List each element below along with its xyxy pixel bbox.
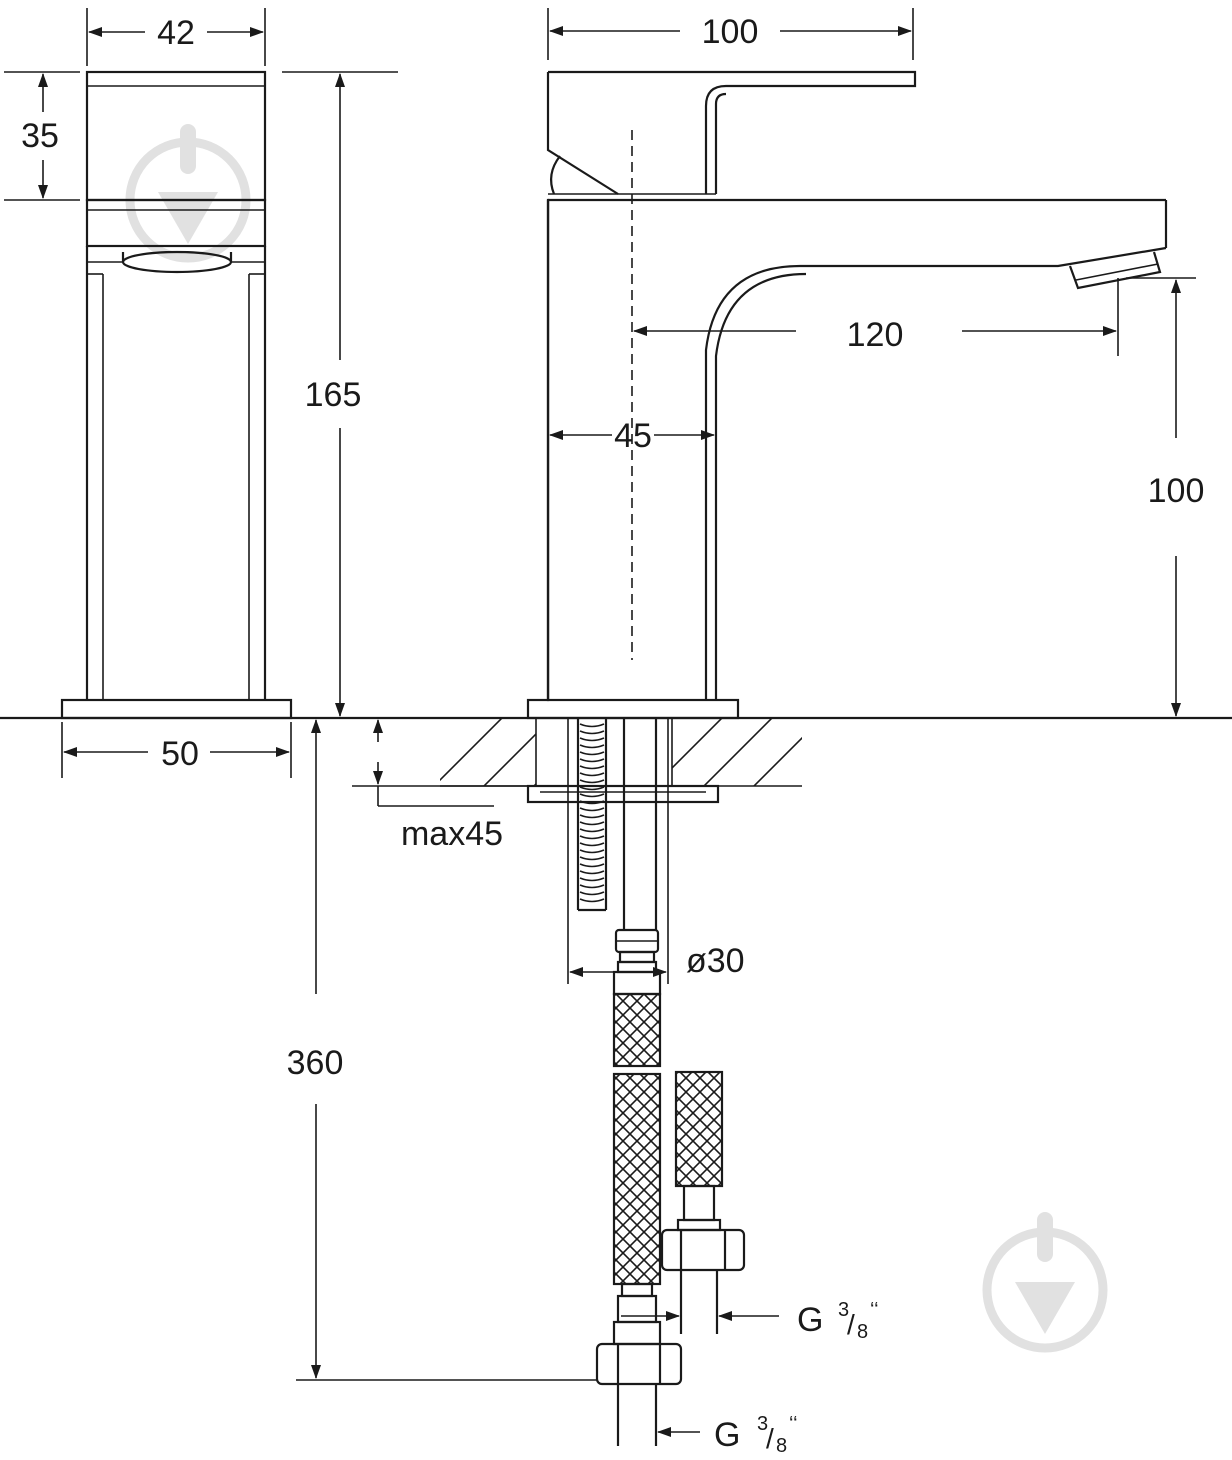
dim-label-120: 120 bbox=[847, 316, 904, 354]
dim-label-45: 45 bbox=[614, 417, 652, 455]
dim-label-360: 360 bbox=[287, 1044, 344, 1082]
countertop bbox=[0, 716, 1232, 804]
front-view bbox=[526, 70, 1168, 720]
dim-thread-2-den: 8 bbox=[776, 1435, 787, 1457]
side-view bbox=[60, 70, 293, 720]
dim-label-thread-2: G bbox=[714, 1416, 740, 1454]
dim-label-100-top: 100 bbox=[702, 13, 759, 51]
dim-spout-height-top: 100 bbox=[547, 8, 914, 60]
dim-mount-depth: max45 bbox=[352, 719, 528, 853]
supply-pipe bbox=[595, 718, 683, 1446]
dim-width-top: 42 bbox=[86, 8, 266, 66]
dim-hole-diameter: ø30 bbox=[567, 718, 745, 984]
dim-width-base: 50 bbox=[61, 722, 292, 778]
dim-label-165: 165 bbox=[305, 376, 362, 414]
dim-thread-1-mark: ‘‘ bbox=[870, 1299, 879, 1321]
dim-label-50: 50 bbox=[161, 735, 199, 773]
watermark-logo-right bbox=[982, 1212, 1108, 1353]
dim-thread-1-slash: / bbox=[847, 1309, 855, 1340]
threaded-rod bbox=[576, 718, 608, 912]
dim-label-o30: ø30 bbox=[686, 942, 745, 980]
watermark-logo-left bbox=[125, 124, 251, 263]
dim-label-max45: max45 bbox=[401, 815, 503, 853]
dim-thread-2-mark: ‘‘ bbox=[789, 1413, 798, 1435]
dim-thread-1-num: 3 bbox=[838, 1299, 849, 1321]
dim-thread-callout-2: G 3 / 8 ‘‘ bbox=[657, 1413, 798, 1457]
dim-label-100-right: 100 bbox=[1148, 472, 1205, 510]
supply-hose-2 bbox=[660, 1070, 746, 1334]
dim-height-total: 165 bbox=[282, 71, 398, 717]
dim-spout-reach: 120 bbox=[633, 278, 1119, 356]
dim-hose-length: 360 bbox=[287, 719, 597, 1381]
dim-label-35: 35 bbox=[21, 117, 59, 155]
dim-thread-2-slash: / bbox=[766, 1423, 774, 1454]
dim-label-thread-1: G bbox=[797, 1301, 823, 1339]
dim-thread-1-den: 8 bbox=[857, 1321, 868, 1343]
dim-spout-outlet-height: 100 bbox=[1126, 277, 1205, 717]
dim-height-lever: 35 bbox=[4, 71, 80, 201]
dim-body-width: 45 bbox=[549, 417, 715, 455]
dim-thread-callout-1: G 3 / 8 ‘‘ bbox=[621, 1299, 879, 1343]
dim-label-42: 42 bbox=[157, 14, 195, 52]
dim-thread-2-num: 3 bbox=[757, 1413, 768, 1435]
